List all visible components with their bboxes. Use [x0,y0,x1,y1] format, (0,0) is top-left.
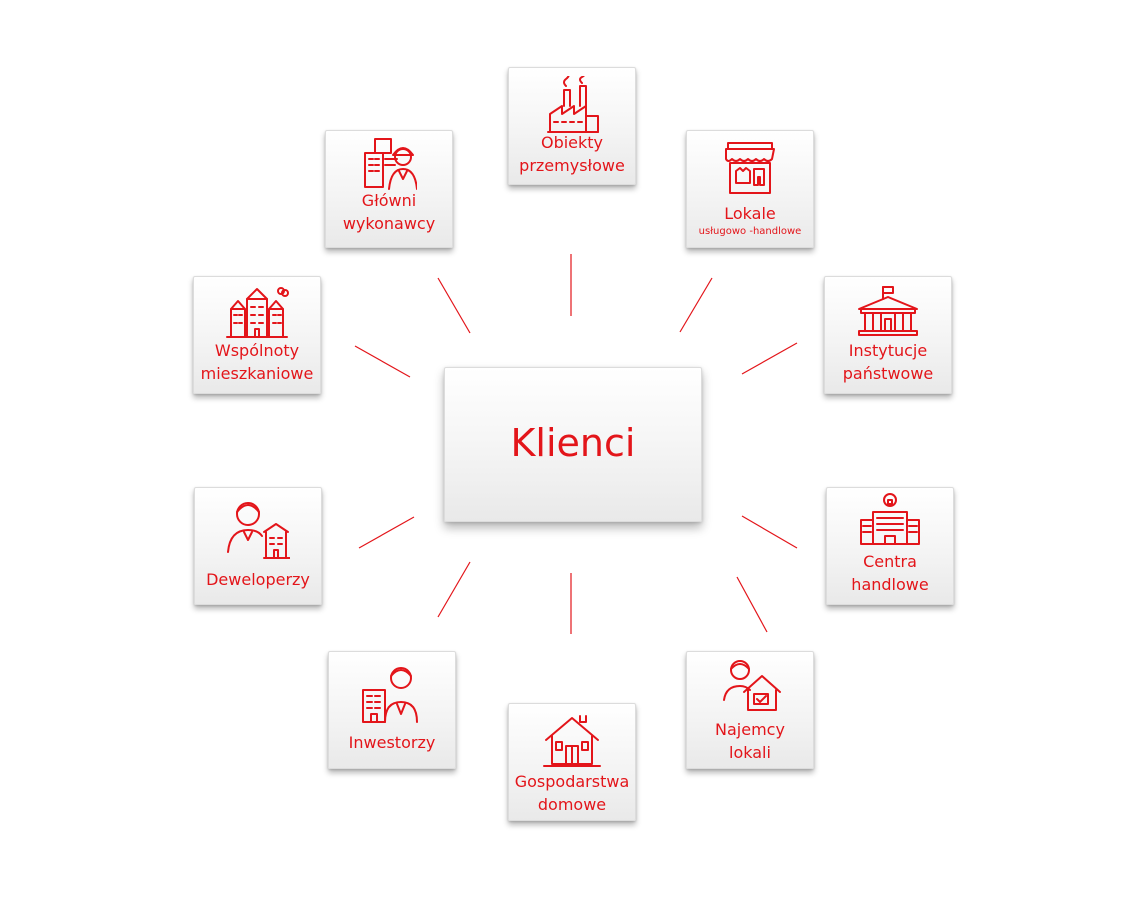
apartment-blocks-icon [225,285,289,345]
client-label-line: Najemcy [715,720,785,739]
client-node-obiekty: Obiekty przemysłowe [508,67,636,185]
connector-line [741,342,798,375]
client-label-line: mieszkaniowe [200,364,314,383]
client-label-line: domowe [537,795,607,814]
client-label-line: Instytucje [848,341,928,360]
client-label: Inwestorzy [329,731,455,754]
government-building-icon [853,285,923,341]
client-label-subtitle: usługowo -handlowe [698,226,802,237]
client-label: Instytucje państwowe [825,339,951,385]
connector-line [741,515,798,549]
client-label-line: przemysłowe [519,156,625,175]
shopping-mall-icon [857,492,923,552]
client-label-line: lokali [729,743,771,762]
contractor-icon [361,135,418,195]
connector-line [437,277,471,334]
client-node-lokale: Lokale usługowo -handlowe [686,130,814,248]
connector-line [437,561,471,618]
client-label-line: Deweloperzy [206,570,310,589]
client-label-line: handlowe [851,575,929,594]
developer-icon [226,498,291,566]
center-node: Klienci [444,367,702,522]
client-node-najemcy: Najemcy lokali [686,651,814,769]
connector-line [736,576,768,633]
client-label: Lokale usługowo -handlowe [687,202,813,239]
storefront-icon [722,139,778,201]
client-label: Centra handlowe [827,550,953,596]
client-label-line: Główni [361,191,417,210]
tenant-house-icon [718,656,782,720]
client-label-line: wykonawcy [342,214,436,233]
investor-icon [359,662,425,728]
client-label-line: Inwestorzy [348,733,436,752]
client-label: Wspólnoty mieszkaniowe [194,339,320,385]
connector-line [354,345,411,378]
client-label: Najemcy lokali [687,718,813,764]
client-node-wspolnoty: Wspólnoty mieszkaniowe [193,276,321,394]
client-node-glowni: Główni wykonawcy [325,130,453,248]
client-node-instytucje: Instytucje państwowe [824,276,952,394]
client-label-line: Centra [863,552,917,571]
center-title: Klienci [510,421,636,465]
client-label-line: Gospodarstwa [514,772,630,791]
client-label-line: Obiekty [540,133,604,152]
client-label-line: Lokale [724,204,776,223]
client-label-line: państwowe [842,364,934,383]
connector-line [358,516,415,549]
client-label: Obiekty przemysłowe [509,131,635,177]
client-node-deweloperzy: Deweloperzy [194,487,322,605]
client-label-line: Wspólnoty [214,341,300,360]
house-icon [542,712,602,772]
client-label: Deweloperzy [195,568,321,591]
connector-line [679,277,713,333]
client-label: Główni wykonawcy [326,189,452,235]
client-label: Gospodarstwa domowe [509,770,635,816]
client-node-centra: Centra handlowe [826,487,954,605]
client-node-inwestorzy: Inwestorzy [328,651,456,769]
client-node-gospodarstwa: Gospodarstwa domowe [508,703,636,821]
factory-icon [540,71,604,138]
